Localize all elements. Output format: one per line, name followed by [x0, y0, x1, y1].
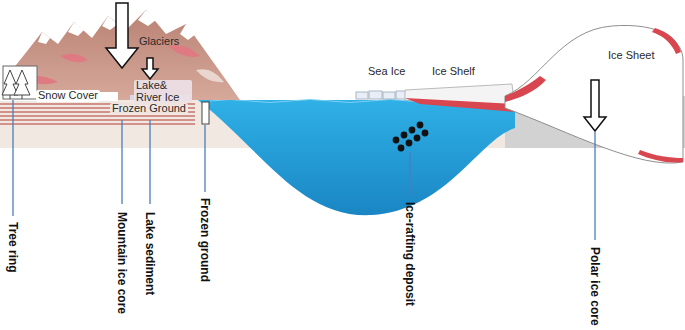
leader-line: [594, 132, 595, 240]
flux-arrow: [106, 3, 606, 131]
ice-rafted-debris: [393, 137, 400, 144]
leader-line: [149, 120, 150, 204]
sea-ice: [396, 91, 406, 99]
flux-arrow: [106, 3, 138, 68]
tree-icon: [10, 95, 11, 99]
ice-rafted-debris: [422, 130, 429, 137]
flux-arrow: [142, 58, 158, 79]
frozen-ground-hatch: [0, 104, 195, 124]
component-label: Lake& River Ice: [134, 80, 192, 103]
frozen-ground-hatch: [0, 119, 195, 120]
ice-shelf: [405, 84, 515, 112]
ice-sheet: [638, 150, 683, 163]
leader-line: [204, 125, 205, 192]
sea-ice: [383, 92, 395, 99]
proxy-label: Lake sediment: [144, 212, 157, 295]
sea-ice: [369, 91, 382, 99]
ice-sheet: [505, 25, 683, 163]
ice-rafted-debris: [401, 132, 408, 139]
mountains: [68, 22, 84, 36]
component-label: Frozen Ground: [110, 103, 188, 115]
mountains: [138, 10, 156, 26]
sea-ice: [356, 92, 368, 99]
ice-rafted-debris: [393, 122, 429, 152]
ice-rafted-debris: [409, 127, 416, 134]
ice-sheet: [505, 76, 546, 102]
ice-rafted-debris: [417, 122, 424, 129]
flux-arrow: [584, 80, 606, 131]
proxy-label: Frozen ground: [199, 198, 212, 282]
component-label: Glaciers: [137, 36, 181, 48]
ocean: [198, 100, 515, 216]
ice-shelf: [405, 98, 515, 112]
frozen-ground-hatch: [0, 115, 195, 116]
component-label: Ice Sheet: [606, 50, 656, 62]
ice-rafted-debris: [406, 140, 413, 147]
core-marker: [202, 102, 209, 124]
ice-rafted-debris: [414, 135, 421, 142]
ice-rafted-debris: [398, 145, 405, 152]
leader-line: [121, 120, 122, 204]
tree-icon: [3, 66, 37, 99]
mountains: [196, 69, 224, 82]
tree-icon: [14, 70, 30, 95]
proxy-label: Polar ice core: [589, 247, 602, 326]
proxy-label: Tree ring: [7, 222, 20, 273]
frozen-ground-hatch: [0, 123, 195, 124]
core-marker: [202, 102, 209, 124]
ocean: [198, 100, 515, 215]
ice-sheet: [652, 28, 681, 54]
proxy-label: Ice-rafting deposit: [404, 202, 417, 306]
leader-line: [13, 100, 595, 240]
tree-icon: [22, 95, 23, 99]
component-label: Sea Ice: [366, 66, 407, 78]
mountains: [60, 54, 88, 63]
ice-sheet: [505, 25, 683, 163]
component-label: Ice Shelf: [430, 66, 477, 78]
mountains: [38, 32, 50, 44]
sea-ice: [356, 91, 406, 99]
proxy-label: Mountain ice core: [116, 212, 129, 314]
component-label: Snow Cover: [36, 90, 100, 102]
tree-icon: [2, 66, 37, 99]
mountains: [180, 24, 196, 40]
leader-line: [409, 152, 410, 195]
leader-line: [12, 100, 13, 216]
